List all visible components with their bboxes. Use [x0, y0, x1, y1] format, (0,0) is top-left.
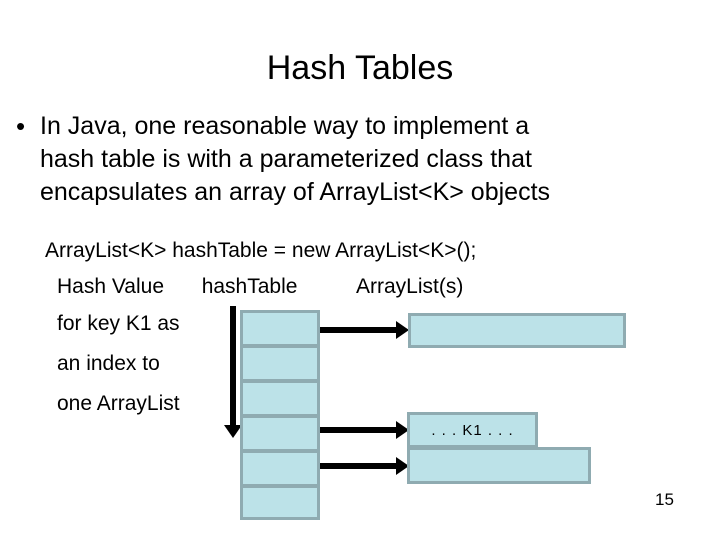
hash-table-cell-5 [240, 485, 320, 520]
array-list-box-1: . . . K1 . . . [407, 412, 538, 448]
right-arrow-icon-1 [320, 421, 409, 439]
bullet-line-3: encapsulates an array of ArrayList<K> ob… [40, 178, 551, 206]
array-list-box-1-label: . . . K1 . . . [431, 421, 514, 439]
hash-table-cell-0 [240, 310, 320, 347]
column-header-hash-table: hashTable [201, 275, 298, 298]
hash-table-cell-1 [240, 345, 320, 382]
bullet-line-2: hash table is with a parameterized class… [40, 145, 532, 173]
bullet-item: • In Java, one reasonable way to impleme… [10, 110, 710, 209]
column-header-hash-value: Hash Value [57, 275, 165, 298]
bullet-line-1: In Java, one reasonable way to implement… [40, 112, 530, 140]
bullet-block: • In Java, one reasonable way to impleme… [10, 110, 710, 209]
hash-table-cell-3 [240, 415, 320, 452]
code-declaration-line: ArrayList<K> hashTable = new ArrayList<K… [45, 239, 477, 262]
diagram-column-headers: Hash Value hashTable ArrayList(s) [57, 274, 463, 300]
left-note-line-1: for key K1 as [57, 312, 180, 335]
array-list-box-2 [407, 447, 591, 484]
left-note-line-3: one ArrayList [57, 392, 180, 415]
down-arrow-icon [224, 306, 242, 438]
column-header-array-lists: ArrayList(s) [355, 275, 464, 298]
hash-table-cell-2 [240, 380, 320, 417]
array-list-box-0 [408, 313, 626, 348]
bullet-marker-icon: • [16, 111, 26, 141]
left-note-line-2: an index to [57, 352, 160, 375]
page-title: Hash Tables [266, 49, 454, 87]
right-arrow-icon-0 [320, 321, 409, 339]
right-arrow-icon-2 [320, 457, 409, 475]
hash-table-cell-4 [240, 450, 320, 487]
page-number: 15 [655, 490, 674, 509]
